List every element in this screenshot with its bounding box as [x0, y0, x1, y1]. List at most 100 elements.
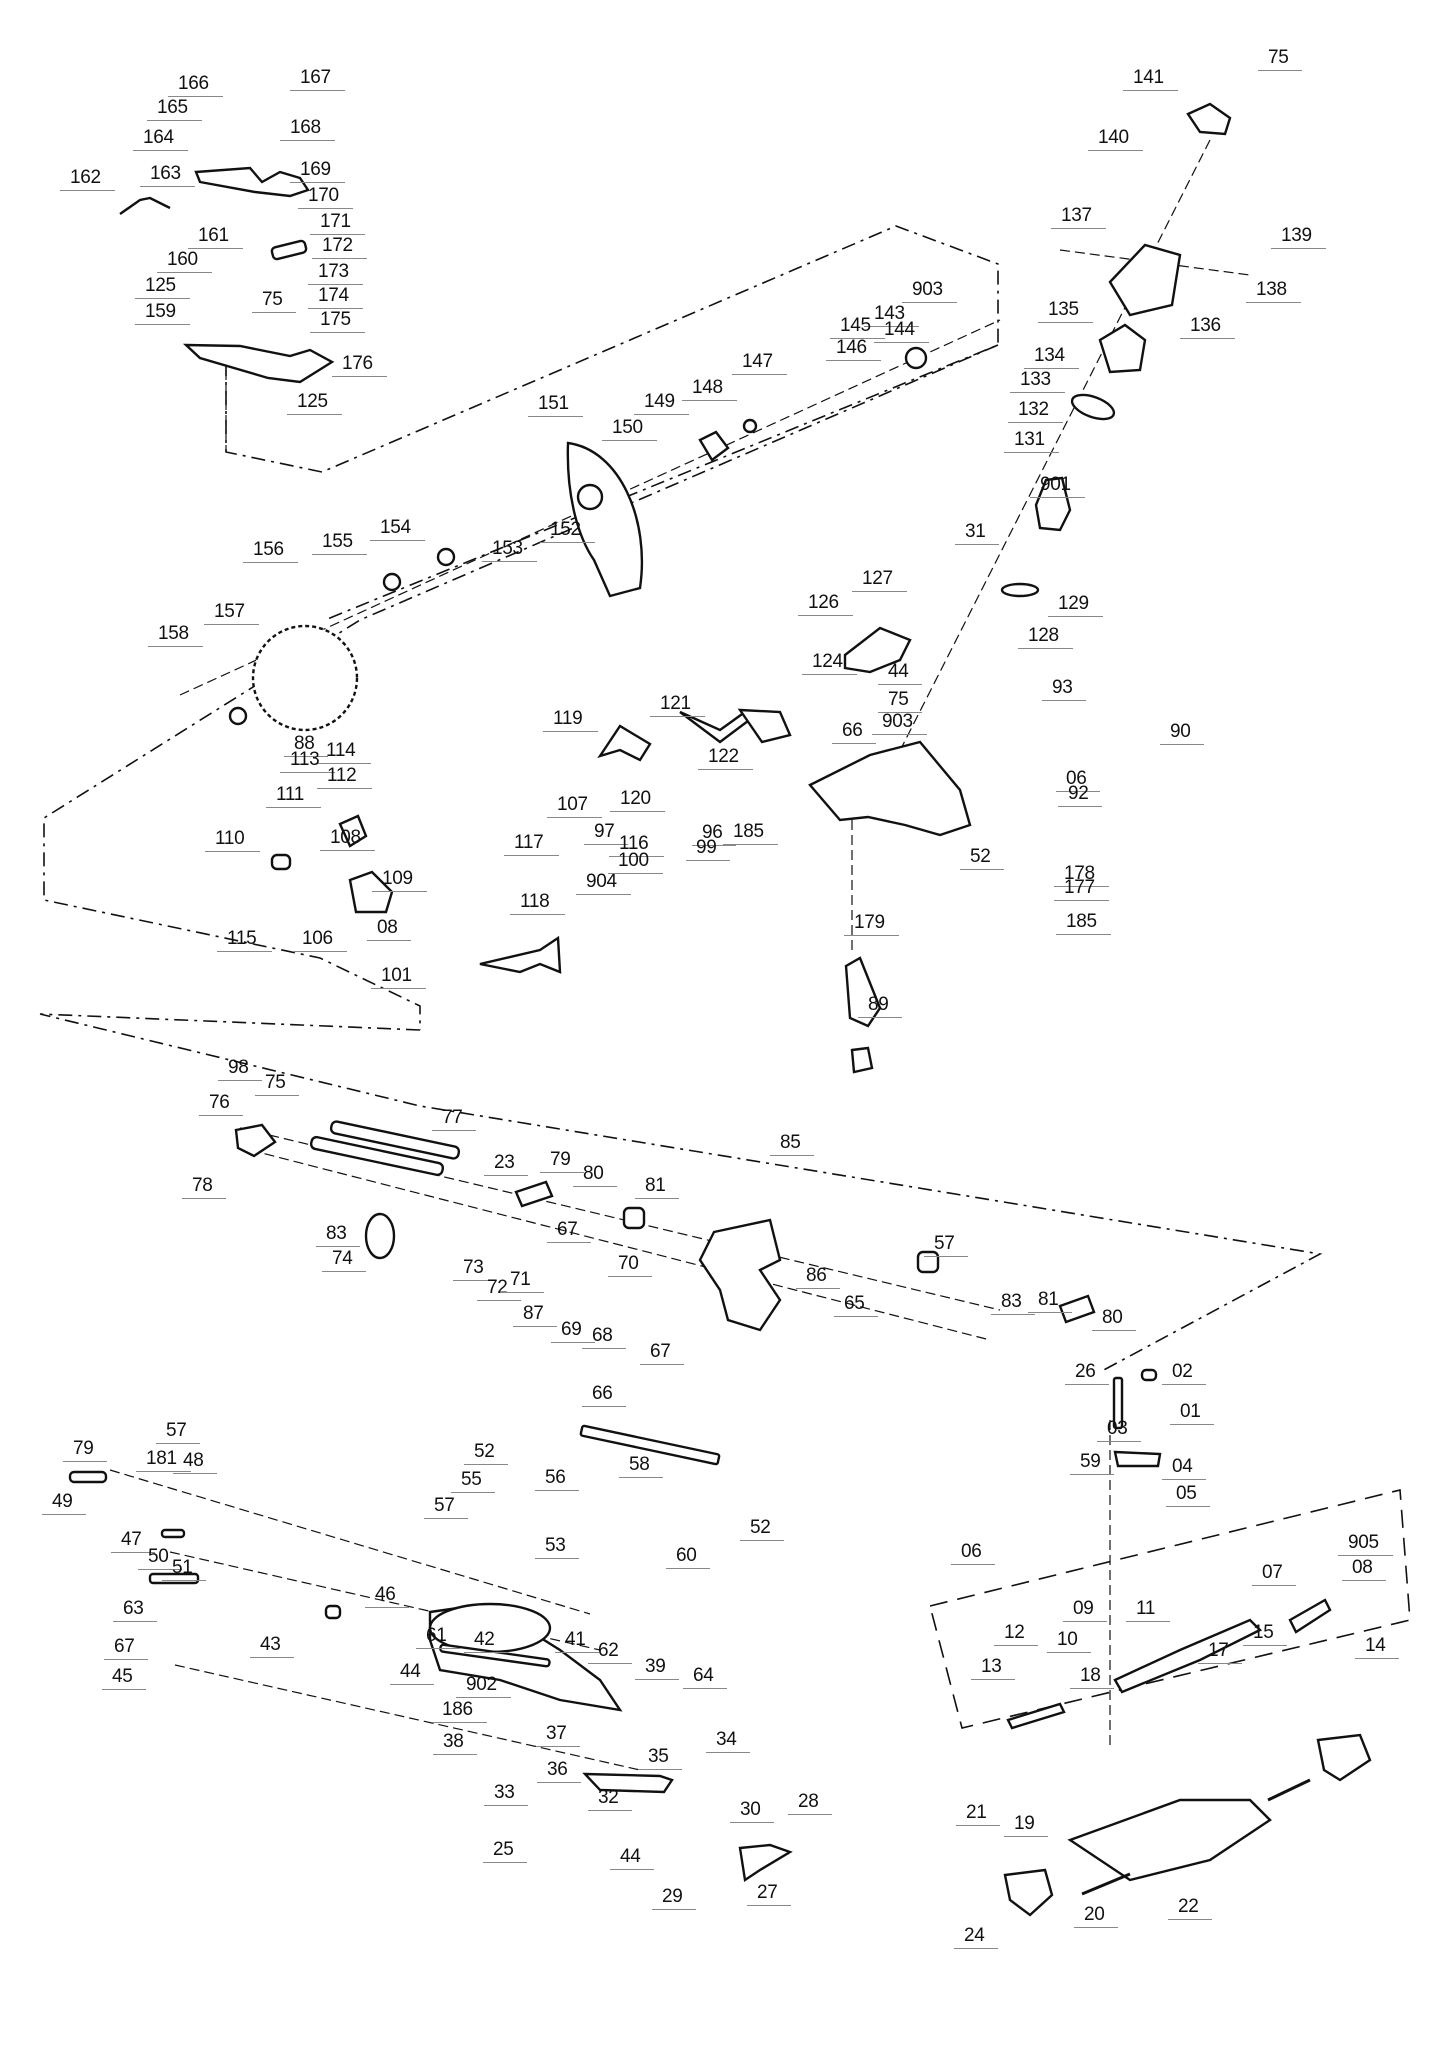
part-label-115: 115 — [227, 928, 257, 949]
part-label-108: 108 — [330, 827, 361, 848]
leader-line — [1162, 1479, 1206, 1480]
leader-line — [482, 561, 537, 562]
leader-line — [634, 414, 689, 415]
part-label-172: 172 — [322, 235, 353, 256]
part-label-86: 86 — [806, 1265, 827, 1286]
leader-line — [1008, 422, 1063, 423]
part-stator-135 — [1098, 323, 1147, 374]
part-label-26: 26 — [1075, 1361, 1096, 1382]
boundary-head-group — [39, 1013, 1323, 1373]
part-foot-22 — [1003, 1868, 1054, 1917]
leader-line — [1180, 338, 1235, 339]
part-label-30: 30 — [740, 1799, 761, 1820]
leader-line — [573, 1186, 617, 1187]
part-support-77 — [234, 1123, 277, 1158]
leader-line — [255, 1095, 299, 1096]
leader-line — [582, 1348, 626, 1349]
part-label-59: 59 — [1080, 1451, 1101, 1472]
part-label-167: 167 — [300, 67, 331, 88]
part-ring-133 — [1070, 393, 1116, 421]
part-label-62: 62 — [598, 1640, 619, 1661]
leader-line — [513, 1326, 557, 1327]
part-label-25: 25 — [493, 1839, 514, 1860]
leader-line — [464, 1464, 508, 1465]
part-flange-157 — [228, 706, 248, 726]
part-label-110: 110 — [215, 828, 245, 849]
leader-line — [826, 360, 881, 361]
part-handle-bracket-126 — [843, 626, 912, 674]
part-label-69: 69 — [561, 1319, 582, 1340]
part-label-45: 45 — [112, 1666, 133, 1687]
part-rail-78-lower — [309, 1135, 445, 1177]
part-label-41: 41 — [565, 1629, 586, 1650]
leader-line — [290, 90, 345, 91]
part-slide-housing-86 — [698, 1218, 782, 1332]
part-motor-cap-141 — [1186, 102, 1232, 136]
part-fence-59 — [579, 1424, 721, 1466]
part-label-126: 126 — [808, 592, 839, 613]
part-lock-25 — [738, 1843, 793, 1883]
leader-line — [858, 1017, 902, 1018]
part-label-77: 77 — [442, 1107, 463, 1128]
leader-line — [1338, 1555, 1393, 1556]
leader-line — [204, 624, 259, 625]
part-label-52: 52 — [750, 1517, 771, 1538]
part-armature-901 — [1034, 476, 1072, 532]
leader-line — [1010, 392, 1065, 393]
part-label-166: 166 — [178, 73, 209, 94]
part-label-134: 134 — [1034, 345, 1065, 366]
part-label-81: 81 — [1038, 1289, 1059, 1310]
part-label-52: 52 — [474, 1441, 495, 1462]
part-label-140: 140 — [1098, 127, 1129, 148]
part-label-902: 902 — [466, 1674, 497, 1695]
part-label-83: 83 — [326, 1223, 347, 1244]
part-label-42: 42 — [474, 1629, 495, 1650]
part-bearing-housing-149 — [698, 430, 730, 462]
part-label-44: 44 — [888, 661, 909, 682]
part-label-57: 57 — [434, 1495, 455, 1516]
part-label-145: 145 — [840, 315, 871, 336]
part-label-74: 74 — [332, 1248, 353, 1269]
part-bearing-144 — [904, 346, 928, 370]
part-label-136: 136 — [1190, 315, 1221, 336]
leader-line — [1028, 1312, 1072, 1313]
part-gearbox-903 — [808, 740, 972, 837]
leader-line — [874, 342, 929, 343]
leader-line — [588, 1663, 632, 1664]
part-label-175: 175 — [320, 309, 351, 330]
part-fence-10 — [1113, 1618, 1263, 1694]
part-label-11: 11 — [1136, 1598, 1156, 1619]
leader-line — [370, 540, 425, 541]
leader-line — [147, 120, 202, 121]
part-label-06: 06 — [961, 1541, 982, 1562]
leader-line — [42, 1514, 86, 1515]
leader-line — [188, 248, 243, 249]
part-label-14: 14 — [1365, 1635, 1386, 1656]
part-bearing-148 — [742, 418, 758, 434]
leader-line — [310, 332, 365, 333]
part-motor-housing-136 — [1108, 243, 1182, 317]
part-handle-rod-47 — [68, 1470, 108, 1484]
part-label-18: 18 — [1080, 1665, 1101, 1686]
leader-line — [1018, 648, 1073, 649]
leader-line — [317, 788, 372, 789]
part-ring-154 — [436, 547, 456, 567]
part-label-112: 112 — [327, 765, 357, 786]
leader-line — [971, 1679, 1015, 1680]
part-label-22: 22 — [1178, 1896, 1199, 1917]
leader-line — [547, 1242, 591, 1243]
part-label-160: 160 — [167, 249, 198, 270]
leader-line — [292, 951, 347, 952]
part-label-157: 157 — [214, 601, 245, 622]
leader-line — [802, 674, 857, 675]
leader-line — [1271, 248, 1326, 249]
part-label-99: 99 — [696, 837, 717, 858]
part-label-08: 08 — [1352, 1557, 1373, 1578]
leader-line — [650, 716, 705, 717]
part-label-35: 35 — [648, 1746, 669, 1767]
part-label-98: 98 — [228, 1057, 249, 1078]
leader-line — [138, 1569, 182, 1570]
part-label-04: 04 — [1172, 1456, 1193, 1477]
leader-line — [956, 1825, 1000, 1826]
